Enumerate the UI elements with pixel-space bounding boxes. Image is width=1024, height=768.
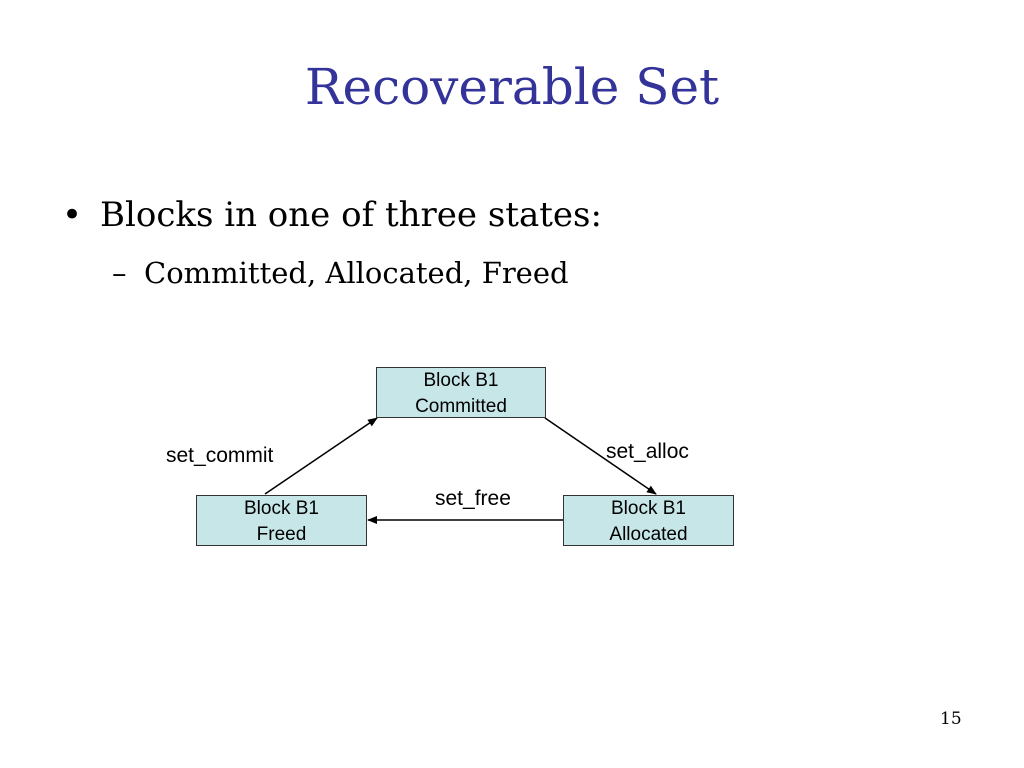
edge-set-commit-arrow <box>264 417 378 495</box>
node-allocated: Block B1 Allocated <box>563 495 734 546</box>
node-committed-line1: Block B1 <box>423 370 499 391</box>
slide-title: Recoverable Set <box>304 58 720 116</box>
page-number: 15 <box>940 709 962 729</box>
node-freed-line2: Freed <box>256 524 307 545</box>
node-freed-line1: Block B1 <box>244 498 319 519</box>
node-committed: Block B1 Committed <box>376 367 546 418</box>
subbullet-mark: – <box>112 256 127 290</box>
bullet-item: • Blocks in one of three states: <box>62 195 602 236</box>
edge-set-alloc-arrow <box>544 417 657 495</box>
subbullet-text: Committed, Allocated, Freed <box>144 256 569 290</box>
node-freed: Block B1 Freed <box>196 495 367 546</box>
node-committed-line2: Committed <box>415 396 507 417</box>
bullet-text: Blocks in one of three states: <box>100 195 602 235</box>
bullet-mark: • <box>62 195 83 235</box>
edge-label-set-free: set_free <box>435 487 511 510</box>
edge-label-set-commit: set_commit <box>166 444 274 467</box>
node-allocated-line1: Block B1 <box>611 498 686 519</box>
subbullet-item: –Committed, Allocated, Freed <box>112 256 569 291</box>
edge-label-set-alloc: set_alloc <box>606 440 689 463</box>
node-allocated-line2: Allocated <box>609 524 688 545</box>
